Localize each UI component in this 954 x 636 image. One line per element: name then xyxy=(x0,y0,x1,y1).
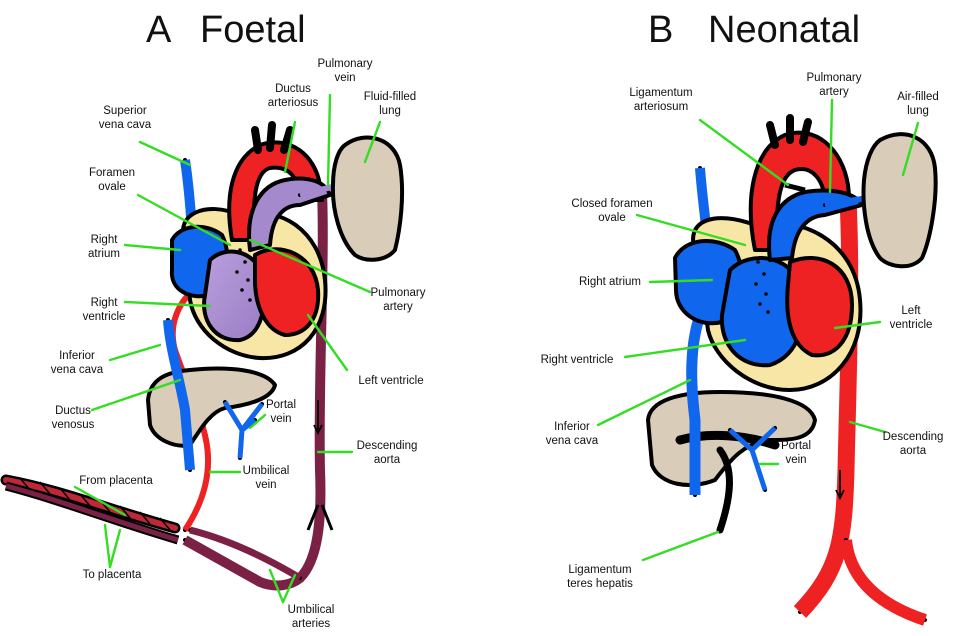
label-left-ventricle: Left ventricle xyxy=(358,375,423,387)
label-from-placenta: From placenta xyxy=(79,475,153,487)
foetal-panel: A Foetal xyxy=(6,9,426,630)
umbilical-cord xyxy=(6,478,178,540)
neonatal-lung xyxy=(864,134,936,266)
foetal-liver xyxy=(148,369,275,446)
neonatal-left-ventricle xyxy=(787,258,852,355)
neonatal-panel: B Neonatal xyxy=(541,9,944,620)
foetal-title: Foetal xyxy=(200,9,306,51)
foetal-letter: A xyxy=(146,9,172,51)
neonatal-letter: B xyxy=(648,9,673,51)
label-right-atrium-b: Right atrium xyxy=(579,276,641,288)
label-right-ventricle-b: Right ventricle xyxy=(541,354,614,366)
label-to-placenta: To placenta xyxy=(83,569,142,581)
neonatal-title: Neonatal xyxy=(708,9,860,51)
